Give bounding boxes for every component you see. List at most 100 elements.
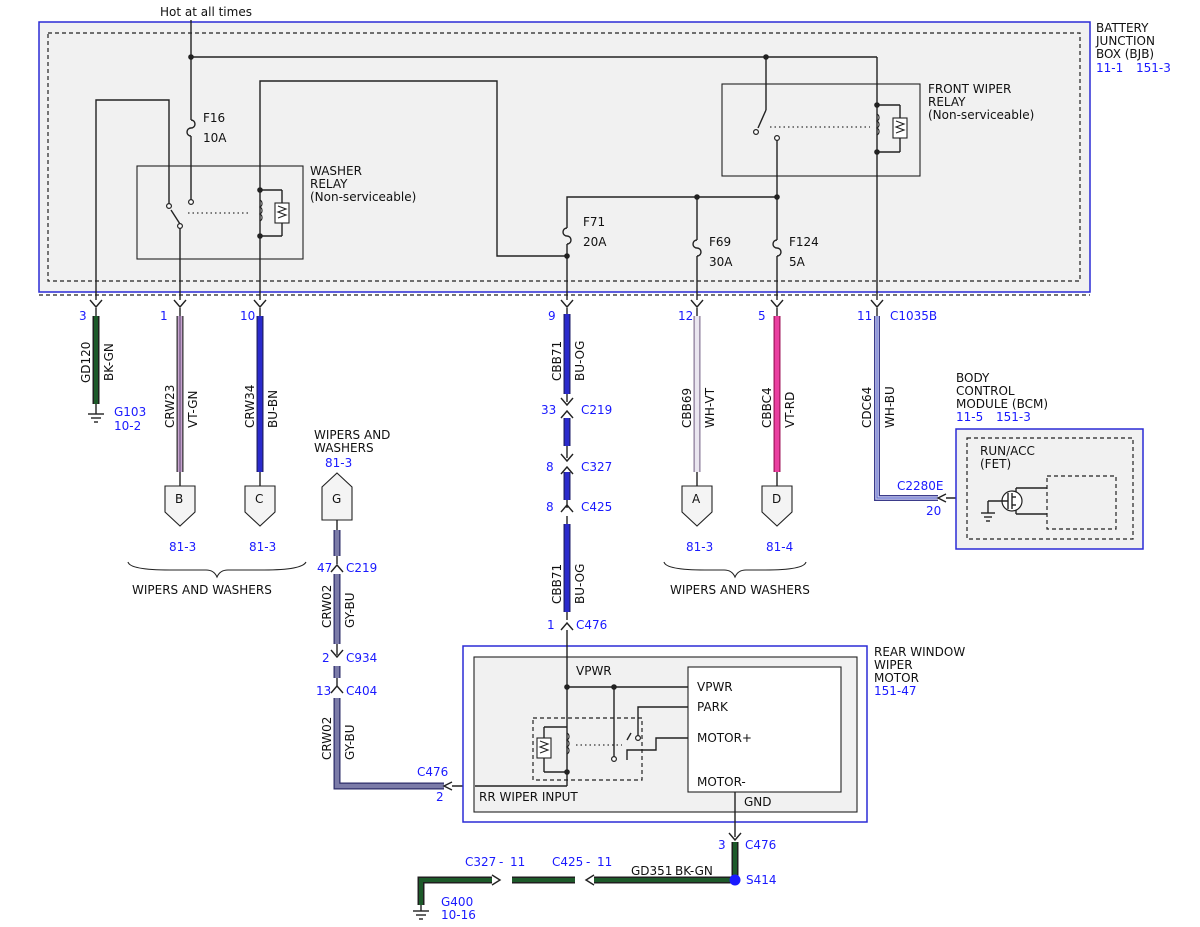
pin-11: 11 <box>857 309 872 323</box>
offpage-g-ref: 81-3 <box>325 456 352 470</box>
c404-label: C404 <box>346 684 377 698</box>
c425-pin: 8 <box>546 500 554 514</box>
motor-ref: 151-47 <box>874 684 917 698</box>
pin-10: 10 <box>240 309 255 323</box>
ground-g103-ref: 10-2 <box>114 419 141 433</box>
washer-relay-label-3: (Non-serviceable) <box>310 190 416 204</box>
fuse-f71-name: F71 <box>583 215 605 229</box>
front-wiper-relay-label-1: FRONT WIPER <box>928 82 1011 96</box>
c934-label: C934 <box>346 651 377 665</box>
wire-gd351 <box>413 842 741 920</box>
c219b-label: C219 <box>346 561 377 575</box>
offpage-b-label: B <box>175 492 183 506</box>
fuse-f69 <box>692 239 702 300</box>
fuse-f71-rating: 20A <box>583 235 607 249</box>
motor-minus: MOTOR- <box>697 775 746 789</box>
offpage-c <box>244 485 276 527</box>
splice-s414: S414 <box>746 873 777 887</box>
motor-vpwr: VPWR <box>697 680 733 694</box>
bjb-ref-1: 11-1 <box>1096 61 1123 75</box>
offpage-d-label: D <box>772 492 781 506</box>
c327b-dash: - <box>499 855 503 869</box>
offpage-g-title-1: WIPERS AND <box>314 428 390 442</box>
ground-g103: G103 <box>114 405 146 419</box>
washer-relay-label-1: WASHER <box>310 164 362 178</box>
offpage-g-title-2: WASHERS <box>314 441 374 455</box>
wire-cbb71b-color: BU-OG <box>573 564 587 604</box>
bjb-title-3: BOX (BJB) <box>1096 47 1154 61</box>
wire-cdc64-color: WH-BU <box>883 386 897 428</box>
bcm-title-3: MODULE (BCM) <box>956 397 1048 411</box>
bcm-ref-2: 151-3 <box>996 410 1031 424</box>
offpage-a-label: A <box>692 492 701 506</box>
hot-label: Hot at all times <box>160 5 252 19</box>
motor-box <box>462 630 868 842</box>
wire-gd351-code: GD351 <box>631 864 672 878</box>
washer-relay-label-2: RELAY <box>310 177 348 191</box>
bjb-connector-arrows <box>89 299 884 309</box>
wire-crw34-color: BU-BN <box>266 390 280 428</box>
wire-gd120-color: BK-GN <box>102 343 116 381</box>
connector-c1035b: C1035B <box>890 309 937 323</box>
offpage-c-label: C <box>255 492 263 506</box>
fuse-f69-name: F69 <box>709 235 731 249</box>
c934-pin: 2 <box>322 651 330 665</box>
c425b-pin: 11 <box>597 855 612 869</box>
bcm-run-acc: RUN/ACC <box>980 444 1035 458</box>
fuse-f16-name: F16 <box>203 111 225 125</box>
fuse-f124 <box>772 197 782 300</box>
motor-vpwr-in: VPWR <box>576 664 612 678</box>
c476b-pin: 2 <box>436 790 444 804</box>
fuse-f69-rating: 30A <box>709 255 733 269</box>
wire-gd351-color: BK-GN <box>675 864 713 878</box>
c425b-dash: - <box>586 855 590 869</box>
c425-label: C425 <box>581 500 612 514</box>
wire-cbbc4-code: CBBC4 <box>760 387 774 428</box>
offpage-a <box>681 485 713 527</box>
fuse-f71 <box>562 227 572 300</box>
c2280e-pin: 20 <box>926 504 941 518</box>
c327-label: C327 <box>581 460 612 474</box>
bjb-box <box>38 21 1091 296</box>
wire-crw23-code: CRW23 <box>163 385 177 428</box>
wire-crw23-color: VT-GN <box>186 391 200 428</box>
c219-pin: 33 <box>541 403 556 417</box>
pin-3: 3 <box>79 309 87 323</box>
offpage-g-label: G <box>332 492 341 506</box>
fuse-f16-rating: 10A <box>203 131 227 145</box>
offpage-b-ref: 81-3 <box>169 540 196 554</box>
fuse-f124-name: F124 <box>789 235 819 249</box>
wire-crw34-code: CRW34 <box>243 385 257 428</box>
group-label-right: WIPERS AND WASHERS <box>670 583 810 597</box>
motor-title-3: MOTOR <box>874 671 919 685</box>
wire-cbb69-code: CBB69 <box>680 388 694 428</box>
c476c-pin: 3 <box>718 838 726 852</box>
bcm-title-2: CONTROL <box>956 384 1015 398</box>
wire-cdc64 <box>874 308 1010 503</box>
bjb-ref-2: 151-3 <box>1136 61 1171 75</box>
bjb-internal-wires <box>95 80 780 300</box>
wire-cbb69-color: WH-VT <box>703 387 717 428</box>
wire-cbb71-color: BU-OG <box>573 341 587 381</box>
wire-gd120 <box>88 308 104 423</box>
wire-crw02b-code: CRW02 <box>320 717 334 760</box>
motor-park: PARK <box>697 700 729 714</box>
motor-plus: MOTOR+ <box>697 731 752 745</box>
c327b-label: C327 <box>465 855 496 869</box>
wire-crw02b-color: GY-BU <box>343 724 357 760</box>
bjb-title-1: BATTERY <box>1096 21 1149 35</box>
c425b-label: C425 <box>552 855 583 869</box>
wire-crw02a-color: GY-BU <box>343 592 357 628</box>
wire-cbb71-code: CBB71 <box>550 341 564 381</box>
wire-cbb71b-code: CBB71 <box>550 564 564 604</box>
wire-crw02a-code: CRW02 <box>320 585 334 628</box>
motor-title-1: REAR WINDOW <box>874 645 965 659</box>
c2280e-label: C2280E <box>897 479 944 493</box>
wire-cdc64-code: CDC64 <box>860 387 874 428</box>
wire-cbbc4-color: VT-RD <box>783 392 797 428</box>
pin-5: 5 <box>758 309 766 323</box>
c327b-pin: 11 <box>510 855 525 869</box>
c219-label: C219 <box>581 403 612 417</box>
offpage-a-ref: 81-3 <box>686 540 713 554</box>
